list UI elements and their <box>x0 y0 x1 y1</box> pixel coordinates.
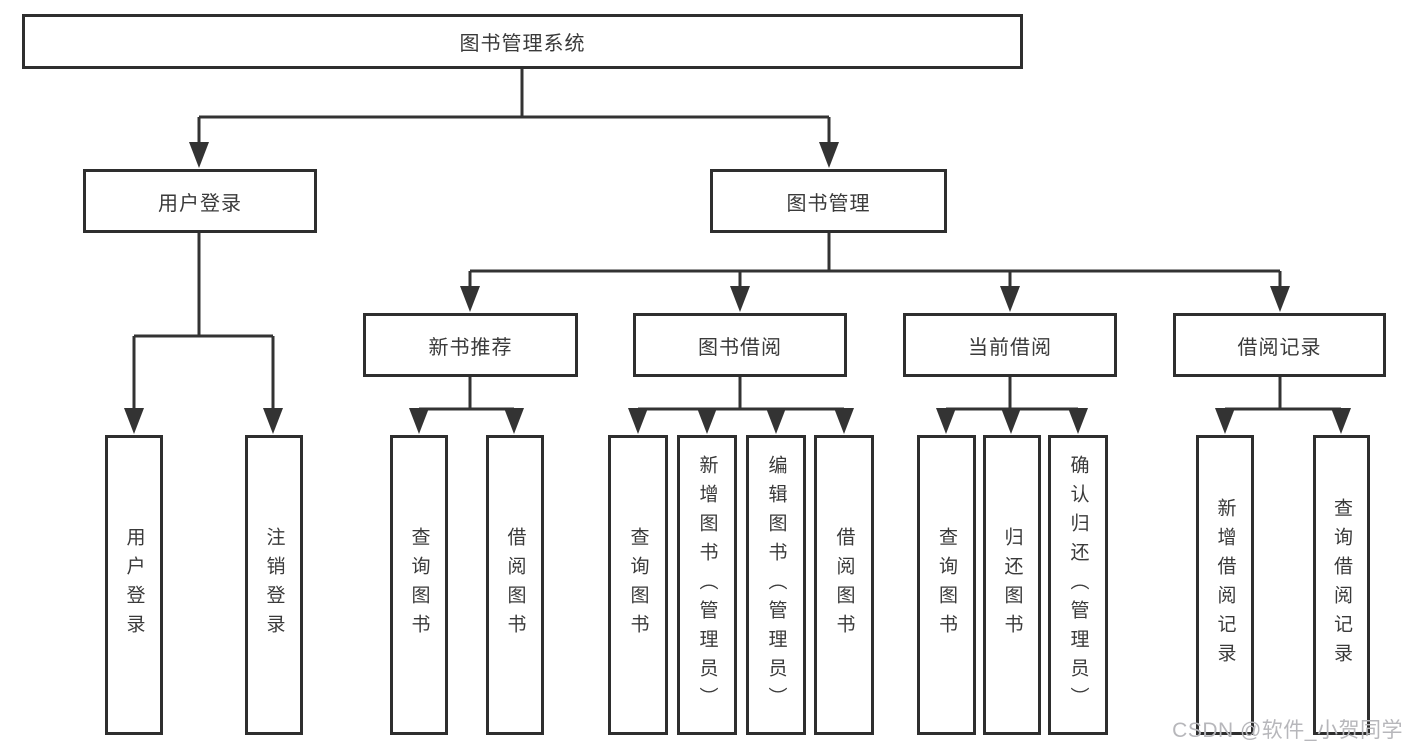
node-label: 新增借阅记录 <box>1214 498 1236 672</box>
leaf-current-query-books: 查询图书 <box>917 435 976 735</box>
leaf-borrow-borrow-books: 借阅图书 <box>814 435 874 735</box>
leaf-logout: 注销登录 <box>245 435 303 735</box>
node-label: 借阅图书 <box>504 527 526 643</box>
watermark: CSDN @软件_小贺同学 <box>1172 719 1403 742</box>
node-label: 用户登录 <box>158 192 242 215</box>
node-book-management: 图书管理 <box>710 169 947 233</box>
node-label: 用户登录 <box>123 527 145 643</box>
leaf-records-add-record: 新增借阅记录 <box>1196 435 1254 735</box>
leaf-current-return-books: 归还图书 <box>983 435 1041 735</box>
node-label: 图书管理 <box>786 192 871 215</box>
node-label: 当前借阅 <box>968 336 1052 359</box>
node-user-login: 用户登录 <box>83 169 317 233</box>
node-label: 查询图书 <box>408 527 430 643</box>
leaf-records-query-record: 查询借阅记录 <box>1313 435 1370 735</box>
node-label: 归还图书 <box>1001 527 1023 643</box>
node-library-system: 图书管理系统 <box>22 14 1023 69</box>
node-book-borrow: 图书借阅 <box>633 313 847 377</box>
node-label: 新增图书（管理员） <box>696 454 718 716</box>
node-label: 图书借阅 <box>698 336 782 359</box>
node-label: 编辑图书（管理员） <box>765 454 787 716</box>
leaf-borrow-add-books-admin: 新增图书（管理员） <box>677 435 737 735</box>
leaf-current-confirm-return-admin: 确认归还（管理员） <box>1048 435 1108 735</box>
node-borrow-records: 借阅记录 <box>1173 313 1386 377</box>
node-label: 查询图书 <box>627 527 649 643</box>
leaf-user-login: 用户登录 <box>105 435 163 735</box>
node-label: 查询借阅记录 <box>1331 498 1352 672</box>
leaf-borrow-edit-books-admin: 编辑图书（管理员） <box>746 435 806 735</box>
node-label: 借阅图书 <box>833 527 855 643</box>
node-label: 图书管理系统 <box>459 33 586 55</box>
leaf-borrow-query-books: 查询图书 <box>608 435 668 735</box>
node-new-book-recommend: 新书推荐 <box>363 313 578 377</box>
node-label: 确认归还（管理员） <box>1067 454 1089 716</box>
node-label: 查询图书 <box>936 527 957 643</box>
node-label: 注销登录 <box>263 527 285 643</box>
node-label: 新书推荐 <box>428 336 513 359</box>
node-label: 借阅记录 <box>1237 336 1322 359</box>
leaf-newbook-query-books: 查询图书 <box>390 435 448 735</box>
leaf-newbook-borrow-books: 借阅图书 <box>486 435 544 735</box>
node-current-borrow: 当前借阅 <box>903 313 1117 377</box>
